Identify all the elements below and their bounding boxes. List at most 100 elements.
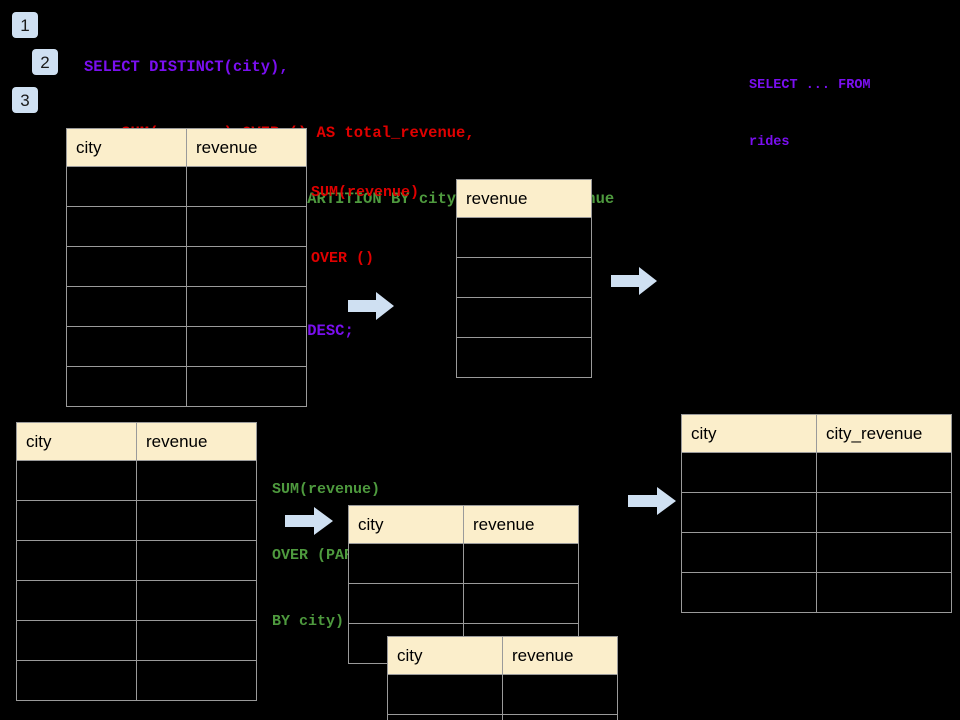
column-header-revenue: revenue	[456, 179, 592, 218]
arrow-source-to-total	[348, 292, 394, 320]
table-cell	[502, 714, 618, 720]
table-row	[681, 572, 952, 613]
column-header-revenue: revenue	[463, 505, 579, 544]
table-header-row: revenue	[456, 179, 592, 218]
table-cell	[681, 492, 817, 533]
column-header-city: city	[16, 422, 137, 461]
table-cell	[186, 326, 307, 367]
column-header-revenue: revenue	[136, 422, 257, 461]
sql-side-line-1: SELECT ... FROM	[749, 78, 871, 93]
annotation-total-revenue: SUM(revenue) OVER ()	[311, 138, 419, 314]
table-cell	[463, 583, 579, 624]
step-badge-2: 2	[32, 49, 58, 75]
annotation-line: SUM(revenue)	[311, 184, 420, 201]
column-header-city: city	[66, 128, 187, 167]
table-header-row: city revenue	[348, 505, 579, 544]
table-header-row: city revenue	[387, 636, 618, 675]
table-row	[66, 166, 307, 207]
table-row	[681, 452, 952, 493]
table-cell	[456, 297, 592, 338]
table-cell	[136, 660, 257, 701]
table-cell	[681, 452, 817, 493]
column-header-city: city	[387, 636, 503, 675]
table-cell	[186, 246, 307, 287]
sql-line-select: SELECT DISTINCT(city),	[84, 58, 289, 76]
table-cell	[816, 572, 952, 613]
table-cell	[66, 206, 187, 247]
table-cell	[16, 620, 137, 661]
annotation-line: OVER ()	[311, 250, 375, 267]
table-row	[16, 540, 257, 581]
table-cell	[16, 660, 137, 701]
table-cell	[816, 532, 952, 573]
table-cell	[186, 206, 307, 247]
step-badge-1: 1	[12, 12, 38, 38]
table-row	[456, 217, 592, 258]
table-header-row: city city_revenue	[681, 414, 952, 453]
table-cell	[463, 543, 579, 584]
table-cell	[66, 246, 187, 287]
table-cell	[16, 580, 137, 621]
sql-side-snippet: SELECT ... FROM rides	[749, 38, 871, 190]
arrow-total-to-result	[611, 267, 657, 295]
table-cell	[186, 366, 307, 407]
table-row	[387, 714, 618, 720]
column-header-city: city	[348, 505, 464, 544]
table-row	[66, 246, 307, 287]
column-header-revenue: revenue	[502, 636, 618, 675]
table-cell	[66, 286, 187, 327]
source-rides-table-partitioned: city revenue	[16, 422, 257, 701]
table-cell	[66, 166, 187, 207]
table-row	[16, 460, 257, 501]
column-header-revenue: revenue	[186, 128, 307, 167]
sql-side-line-2: rides	[749, 135, 790, 150]
table-row	[456, 257, 592, 298]
table-row	[348, 543, 579, 584]
annotation-line: BY city)	[272, 613, 345, 630]
table-row	[66, 366, 307, 407]
table-cell	[456, 337, 592, 378]
partition-group-table-front: city revenue	[387, 636, 618, 720]
table-cell	[16, 500, 137, 541]
table-cell	[136, 500, 257, 541]
table-header-row: city revenue	[16, 422, 257, 461]
table-row	[681, 492, 952, 533]
table-row	[16, 660, 257, 701]
table-cell	[502, 674, 618, 715]
table-cell	[66, 366, 187, 407]
table-row	[456, 297, 592, 338]
table-cell	[456, 217, 592, 258]
table-cell	[136, 580, 257, 621]
table-cell	[348, 583, 464, 624]
table-cell	[186, 286, 307, 327]
source-rides-table: city revenue	[66, 128, 307, 407]
table-cell	[681, 572, 817, 613]
result-table: city city_revenue	[681, 414, 952, 613]
table-row	[16, 580, 257, 621]
table-row	[387, 674, 618, 715]
table-cell	[186, 166, 307, 207]
table-cell	[387, 714, 503, 720]
total-revenue-table: revenue	[456, 179, 592, 378]
table-cell	[348, 543, 464, 584]
table-cell	[136, 540, 257, 581]
arrow-partition-to-result	[628, 487, 676, 515]
table-cell	[816, 492, 952, 533]
table-row	[456, 337, 592, 378]
arrow-source-to-partition	[285, 507, 333, 535]
table-row	[66, 206, 307, 247]
table-cell	[816, 452, 952, 493]
table-cell	[16, 460, 137, 501]
table-cell	[16, 540, 137, 581]
table-row	[16, 620, 257, 661]
table-row	[348, 583, 579, 624]
table-row	[16, 500, 257, 541]
table-cell	[456, 257, 592, 298]
table-cell	[136, 460, 257, 501]
table-row	[681, 532, 952, 573]
annotation-line: SUM(revenue)	[272, 481, 381, 498]
table-row	[66, 326, 307, 367]
step-badge-3: 3	[12, 87, 38, 113]
table-header-row: city revenue	[66, 128, 307, 167]
